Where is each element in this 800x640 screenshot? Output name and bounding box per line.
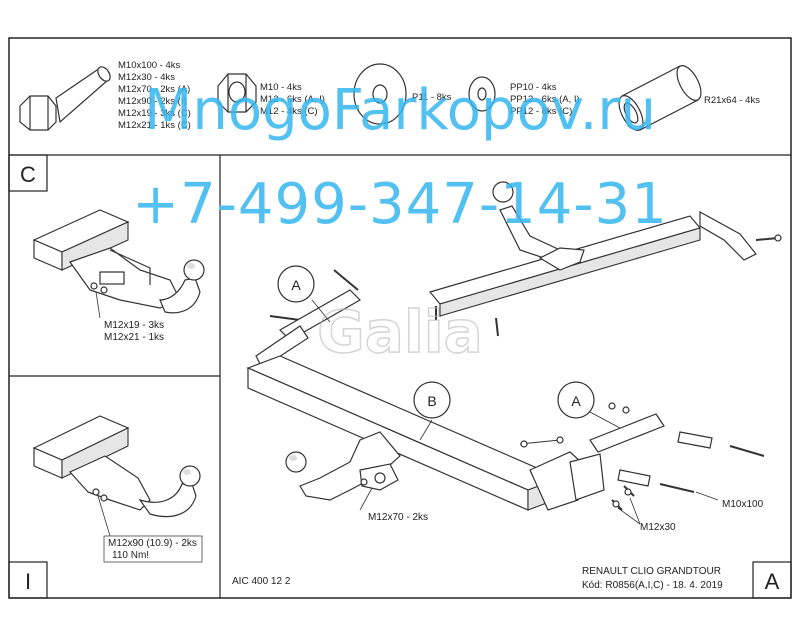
outer-frame xyxy=(8,37,792,599)
svg-text:M12x21 - 1ks (C): M12x21 - 1ks (C) xyxy=(118,120,191,131)
washer-pp-drawing xyxy=(468,76,496,112)
panel-i-label-1: M12x90 (10.9) - 2ks xyxy=(108,538,197,549)
svg-text:M12 - 6ks (A, I): M12 - 6ks (A, I) xyxy=(260,94,325,105)
nut-drawing xyxy=(217,73,257,113)
bolt-m12x30-label: M12x30 xyxy=(640,522,676,533)
spacer-label: R21x64 - 4ks xyxy=(704,95,760,106)
washer-pp-list: PP10 - 4ks PP12 - 6ks (A, I) PP12 - 8ks … xyxy=(510,82,580,117)
callout-a-top-circle xyxy=(277,265,315,303)
drawing-kod: Kód: R0856(A,I,C) - 18. 4. 2019 xyxy=(582,580,723,591)
washer-p-drawing xyxy=(353,63,407,125)
svg-text:PP10 - 4ks: PP10 - 4ks xyxy=(510,82,557,93)
panel-c-letter: C xyxy=(20,162,36,187)
svg-text:M12x30 - 4ks: M12x30 - 4ks xyxy=(118,72,175,83)
drawing-code: AIC 400 12 2 xyxy=(232,576,291,587)
svg-text:M12x19 - 3ks (C): M12x19 - 3ks (C) xyxy=(118,108,191,119)
callout-b-circle xyxy=(413,381,451,419)
panel-c-box xyxy=(8,154,48,192)
spacer-drawing xyxy=(618,65,702,131)
panel-a-box xyxy=(752,561,792,599)
callout-a-top: A xyxy=(291,277,301,293)
bolt-m10x100-label: M10x100 xyxy=(722,499,764,510)
galia-logo-watermark: Galia xyxy=(317,298,483,366)
bolt-drawing xyxy=(19,66,111,131)
panel-i-label-2: 110 Nm! xyxy=(112,550,149,561)
callout-b: B xyxy=(427,393,436,409)
panel-c-label-1: M12x19 - 3ks xyxy=(104,320,164,331)
washer-p-label: P11 - 8ks xyxy=(412,92,452,103)
panel-i-box xyxy=(8,561,48,599)
svg-text:PP12 - 8ks (C): PP12 - 8ks (C) xyxy=(510,106,572,117)
callout-a-right-circle xyxy=(557,381,595,419)
main-assembly-drawing xyxy=(246,181,782,525)
svg-text:M10x100 - 4ks: M10x100 - 4ks xyxy=(118,60,181,71)
panel-a-letter: A xyxy=(765,569,780,594)
nuts-list: M10 - 4ks M12 - 6ks (A, I) M12 - 4ks (C) xyxy=(260,82,325,117)
car-model: RENAULT CLIO GRANDTOUR xyxy=(582,566,721,577)
bolt-m12x70-label: M12x70 - 2ks xyxy=(368,512,428,523)
panel-i-letter: I xyxy=(25,569,31,594)
svg-text:M10 - 4ks: M10 - 4ks xyxy=(260,82,302,93)
bolts-list: M10x100 - 4ks M12x30 - 4ks M12x70 - 2ks … xyxy=(118,60,191,131)
panel-c-drawing xyxy=(32,209,205,319)
svg-text:PP12 - 6ks (A, I): PP12 - 6ks (A, I) xyxy=(510,94,580,105)
svg-text:M12x70 - 2ks (A): M12x70 - 2ks (A) xyxy=(118,84,190,95)
svg-text:M12x90 - 2ks (I): M12x90 - 2ks (I) xyxy=(118,96,187,107)
panel-c-label-2: M12x21 - 1ks xyxy=(104,332,164,343)
panel-i-drawing xyxy=(32,415,203,563)
callout-a-right: A xyxy=(571,393,581,409)
svg-text:M12 - 4ks (C): M12 - 4ks (C) xyxy=(260,106,318,117)
